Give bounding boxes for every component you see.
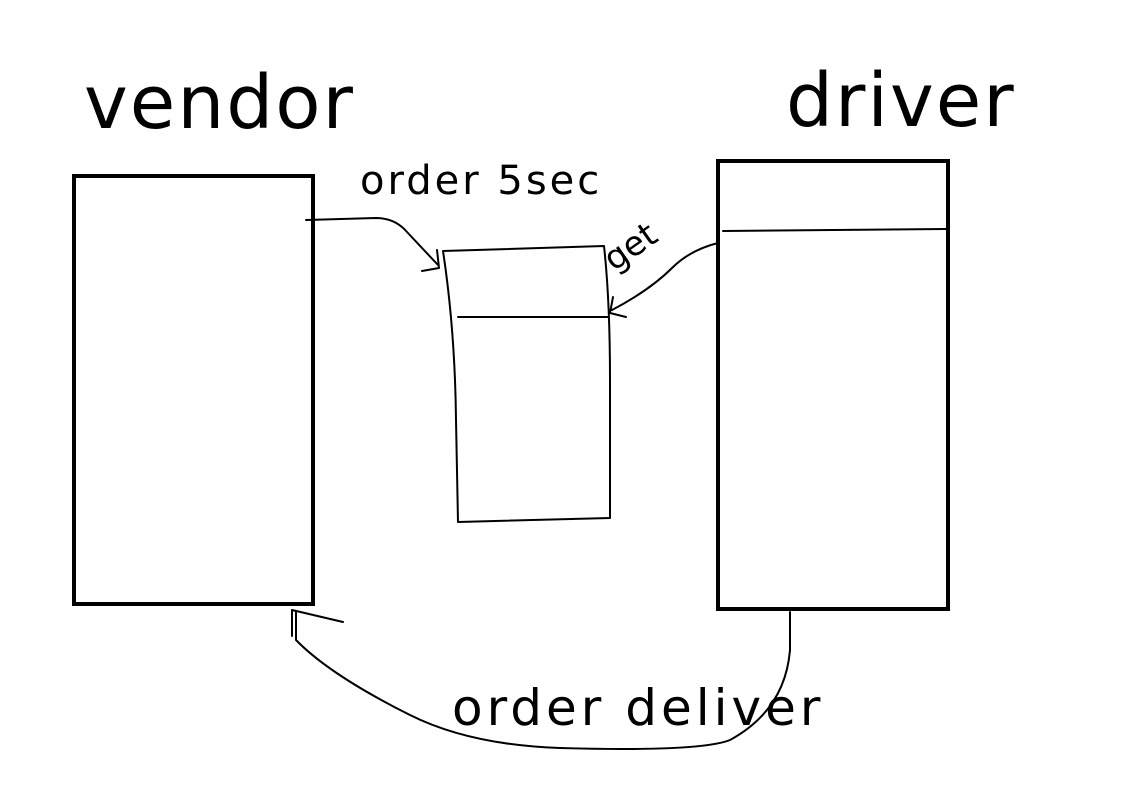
edge-vendor-to-queue-arrowhead	[421, 249, 440, 272]
vendor-label: vendor	[84, 60, 355, 146]
driver-box-divider	[722, 228, 947, 232]
edge-driver-from-queue: get	[596, 215, 719, 318]
queue-box	[442, 245, 611, 523]
edge-vendor-to-queue: order 5sec	[305, 158, 602, 272]
vendor-node: vendor	[72, 60, 355, 606]
edge-vendor-to-queue-label: order 5sec	[360, 158, 602, 204]
edge-driver-to-vendor: order deliver	[291, 609, 824, 750]
driver-label: driver	[786, 58, 1016, 144]
driver-box	[716, 159, 950, 611]
queue-node	[442, 245, 611, 523]
edge-driver-from-queue-arrowhead	[609, 296, 627, 318]
edge-driver-to-vendor-arrowhead	[291, 609, 344, 637]
vendor-box	[72, 174, 315, 606]
edge-driver-to-vendor-line	[295, 611, 791, 750]
edge-driver-from-queue-line	[611, 242, 719, 311]
driver-node: driver	[716, 58, 1016, 611]
edge-driver-to-vendor-label: order deliver	[452, 679, 824, 737]
edge-vendor-to-queue-line	[305, 217, 439, 266]
